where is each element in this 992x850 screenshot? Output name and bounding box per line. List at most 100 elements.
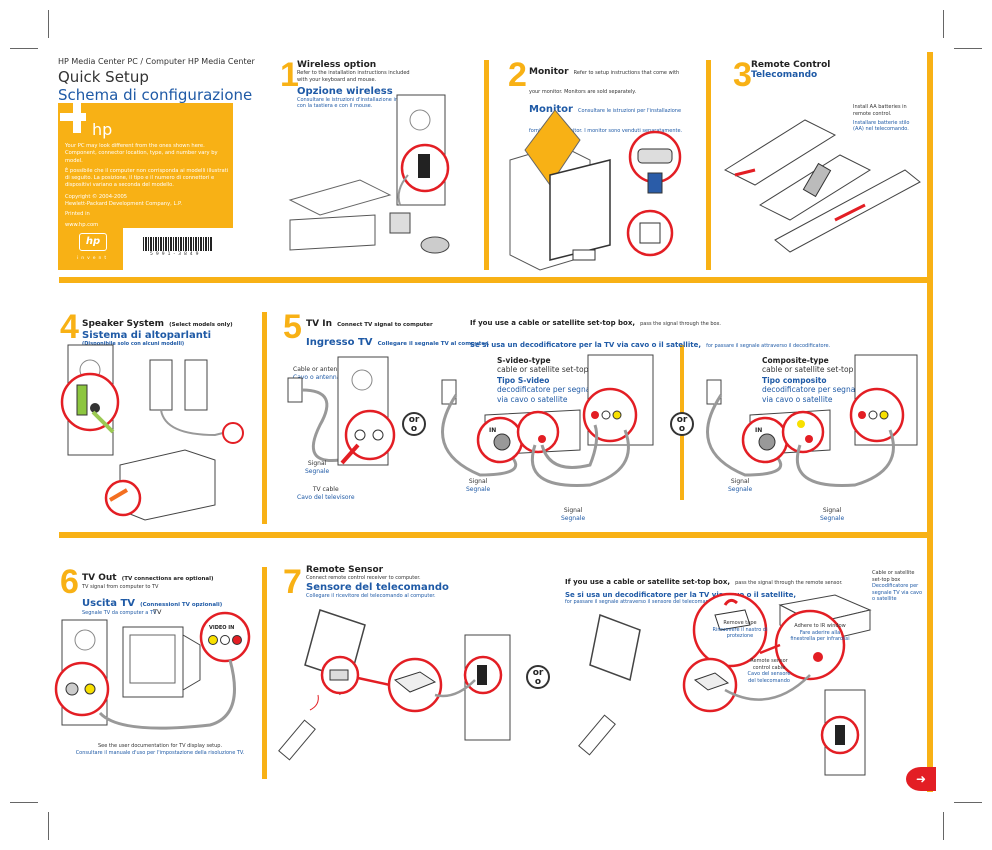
or-it: o [534,677,542,687]
remote-battery-illustration [723,119,921,253]
tv-out-illustration [54,611,251,730]
step-title-it: Sistema di altoparlanti [82,330,212,341]
adhere-label: Adhere to IR window Fare aderire alla fi… [790,623,850,643]
divider [59,277,933,283]
step-title-it: Sensore del telecomando [306,581,449,593]
label-en: Signal [822,507,842,514]
step-title-it: Monitor [529,104,573,116]
stb-note: If you use a cable or satellite set-top … [470,310,830,351]
crop-mark [48,812,49,840]
label-en: Signal [563,507,583,514]
label-en: Signal [468,478,488,485]
step-desc-it: Collegare il segnale TV al computer. [377,341,490,347]
composite-label: Composite-type cable or satellite set-to… [762,356,882,404]
stb-heading: If you use a cable or satellite set-top … [470,319,636,327]
crop-mark [954,802,982,803]
label-en: Cable or antenna [293,366,345,373]
invent-tagline: invent [77,256,110,261]
label-it: Segnale [466,485,491,493]
tv-cable-label: TV cable Cavo del televisore [297,486,355,502]
step-title: Speaker System [82,319,165,329]
label-en: TV cable [312,486,339,493]
stb-box-label: Cable or satellite set-top box Decodific… [872,570,924,603]
video-in-label: VIDEO IN [209,625,235,631]
signal-label: Signal Segnale [820,507,844,523]
crop-mark [10,802,38,803]
divider [59,532,933,538]
composite-sub-it: decodificatore per segnale TV via cavo o… [762,385,875,404]
label-it: Segnale [561,514,586,522]
step-desc-it: Consultare le istruzioni d'installazione… [297,96,412,110]
svideo-illustration [441,354,654,487]
printed-in: Printed in [65,211,90,218]
note-it: È possibile che il computer non corrispo… [65,167,229,189]
cover-block [58,103,233,228]
crop-mark [48,10,49,38]
signal-label: Signal Segnale [305,460,329,476]
step-number: 7 [283,563,302,601]
label-it: Segnale [305,467,330,475]
hp-logo-badge: hp [79,233,107,251]
label-en: Signal [307,460,327,467]
step-note-it: (Connessioni TV opzionali) [140,601,223,608]
label-it: Cavo del televisore [297,493,355,501]
stb-heading-it: Se si usa un decodificatore per la TV vi… [565,591,796,599]
website-link: www.hp.com [65,221,99,228]
step-desc-it: Consultare le istruzioni per l'installaz… [529,108,683,134]
step-desc: TV signal from computer to TV [82,584,159,590]
step-title: Monitor [529,67,569,77]
divider [484,60,489,270]
note-it: Consultare il manuale d'uso per l'impost… [75,749,245,756]
composite-title-it: Tipo composito [762,376,827,386]
page-title-it: Schema di configurazione [58,86,253,104]
cover-text: Your PC may look different from the ones… [65,143,229,229]
svideo-label: S-video-type cable or satellite set-top … [497,356,617,404]
step-title: Wireless option [297,60,377,70]
in-port-label: IN [489,427,497,434]
label-en: Signal [730,478,750,485]
step-title: TV In [306,319,332,329]
step-4-text: Speaker System (Select models only) Sist… [82,311,233,347]
signal-label: Signal Segnale [728,478,752,494]
step-5-text: TV In Connect TV signal to computer Ingr… [306,311,489,349]
composite-illustration [706,354,918,487]
step-desc-it: Collegare il ricevitore del telecomando … [306,592,436,599]
label-it: Segnale [728,485,753,493]
step-number: 5 [283,308,302,346]
step-desc-it: Installare batterie stilo (AA) nel telec… [853,119,910,133]
step-desc: Refer to setup instructions that come wi… [529,70,680,96]
step-desc: Refer to the installation instructions i… [297,70,410,83]
step-title: Remote Control [751,60,831,70]
header: HP Media Center PC / Computer HP Media C… [58,57,255,104]
composite-sub: cable or satellite set-top box [762,365,870,374]
label-en: Remove tape [723,620,757,626]
step-number: 3 [733,56,752,94]
step-title-it: Uscita TV [82,597,135,609]
label-it: Segnale [820,514,845,522]
label-it: Fare aderire alla finestrella per infrar… [790,629,850,643]
label-en: Adhere to IR window [794,623,846,629]
plus-icon [73,103,81,133]
tv-in-illustration [287,356,396,466]
in-port-label: IN [755,427,763,434]
speaker-illustration [60,344,244,521]
label-it: Cavo del sensore del telecomando [747,671,791,684]
step-desc: Connect TV signal to computer [337,322,433,328]
step-number: 4 [60,308,79,346]
step-title: TV Out [82,573,117,583]
step-number: 1 [280,56,299,94]
step-desc: Connect remote control receiver to compu… [306,575,421,581]
next-page-arrow-icon: ➜ [906,767,936,791]
barcode [143,237,213,251]
wireless-illustration [288,94,450,254]
or-en: or [408,415,420,425]
crop-mark [954,48,982,49]
hp-wordmark: hp [92,120,113,139]
label-it: Cavo o antenna [293,373,341,381]
stb-desc: pass the signal through the remote senso… [735,580,843,586]
remove-tape-label: Remove tape Rimuovere il nastro di prote… [710,620,770,640]
or-it: o [410,424,418,434]
step-note: (Select models only) [169,322,233,328]
